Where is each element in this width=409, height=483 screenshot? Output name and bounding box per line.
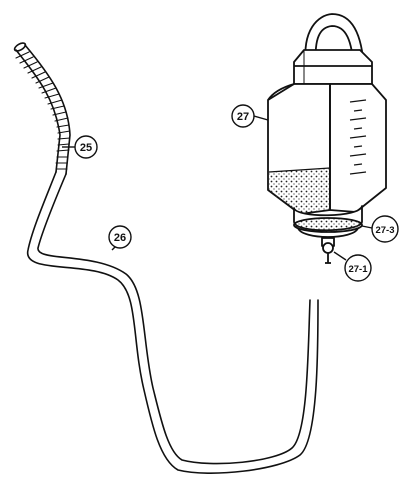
graduation-marks bbox=[349, 99, 367, 175]
callout-27: 27 bbox=[231, 104, 269, 128]
container-ring bbox=[293, 205, 363, 238]
callout-27-3-label: 27-3 bbox=[375, 225, 394, 236]
liquid-level bbox=[269, 168, 330, 214]
callout-26: 26 bbox=[108, 225, 132, 251]
corrugated-hose bbox=[13, 42, 71, 175]
valve bbox=[321, 237, 335, 264]
callout-27-label: 27 bbox=[237, 111, 249, 123]
cap bbox=[293, 49, 373, 85]
hose-assembly bbox=[13, 42, 319, 474]
container-body bbox=[267, 83, 387, 215]
callout-25-label: 25 bbox=[80, 142, 92, 154]
callout-25: 25 bbox=[62, 135, 98, 159]
callout-27-1: 27-1 bbox=[333, 251, 372, 282]
callout-27-3: 27-3 bbox=[361, 215, 399, 243]
drain-tube bbox=[27, 171, 319, 474]
container-assembly bbox=[267, 13, 387, 264]
callout-27-1-label: 27-1 bbox=[348, 264, 368, 275]
callout-26-label: 26 bbox=[114, 232, 126, 244]
callouts: 25 26 27 27-3 27-1 bbox=[62, 104, 399, 282]
